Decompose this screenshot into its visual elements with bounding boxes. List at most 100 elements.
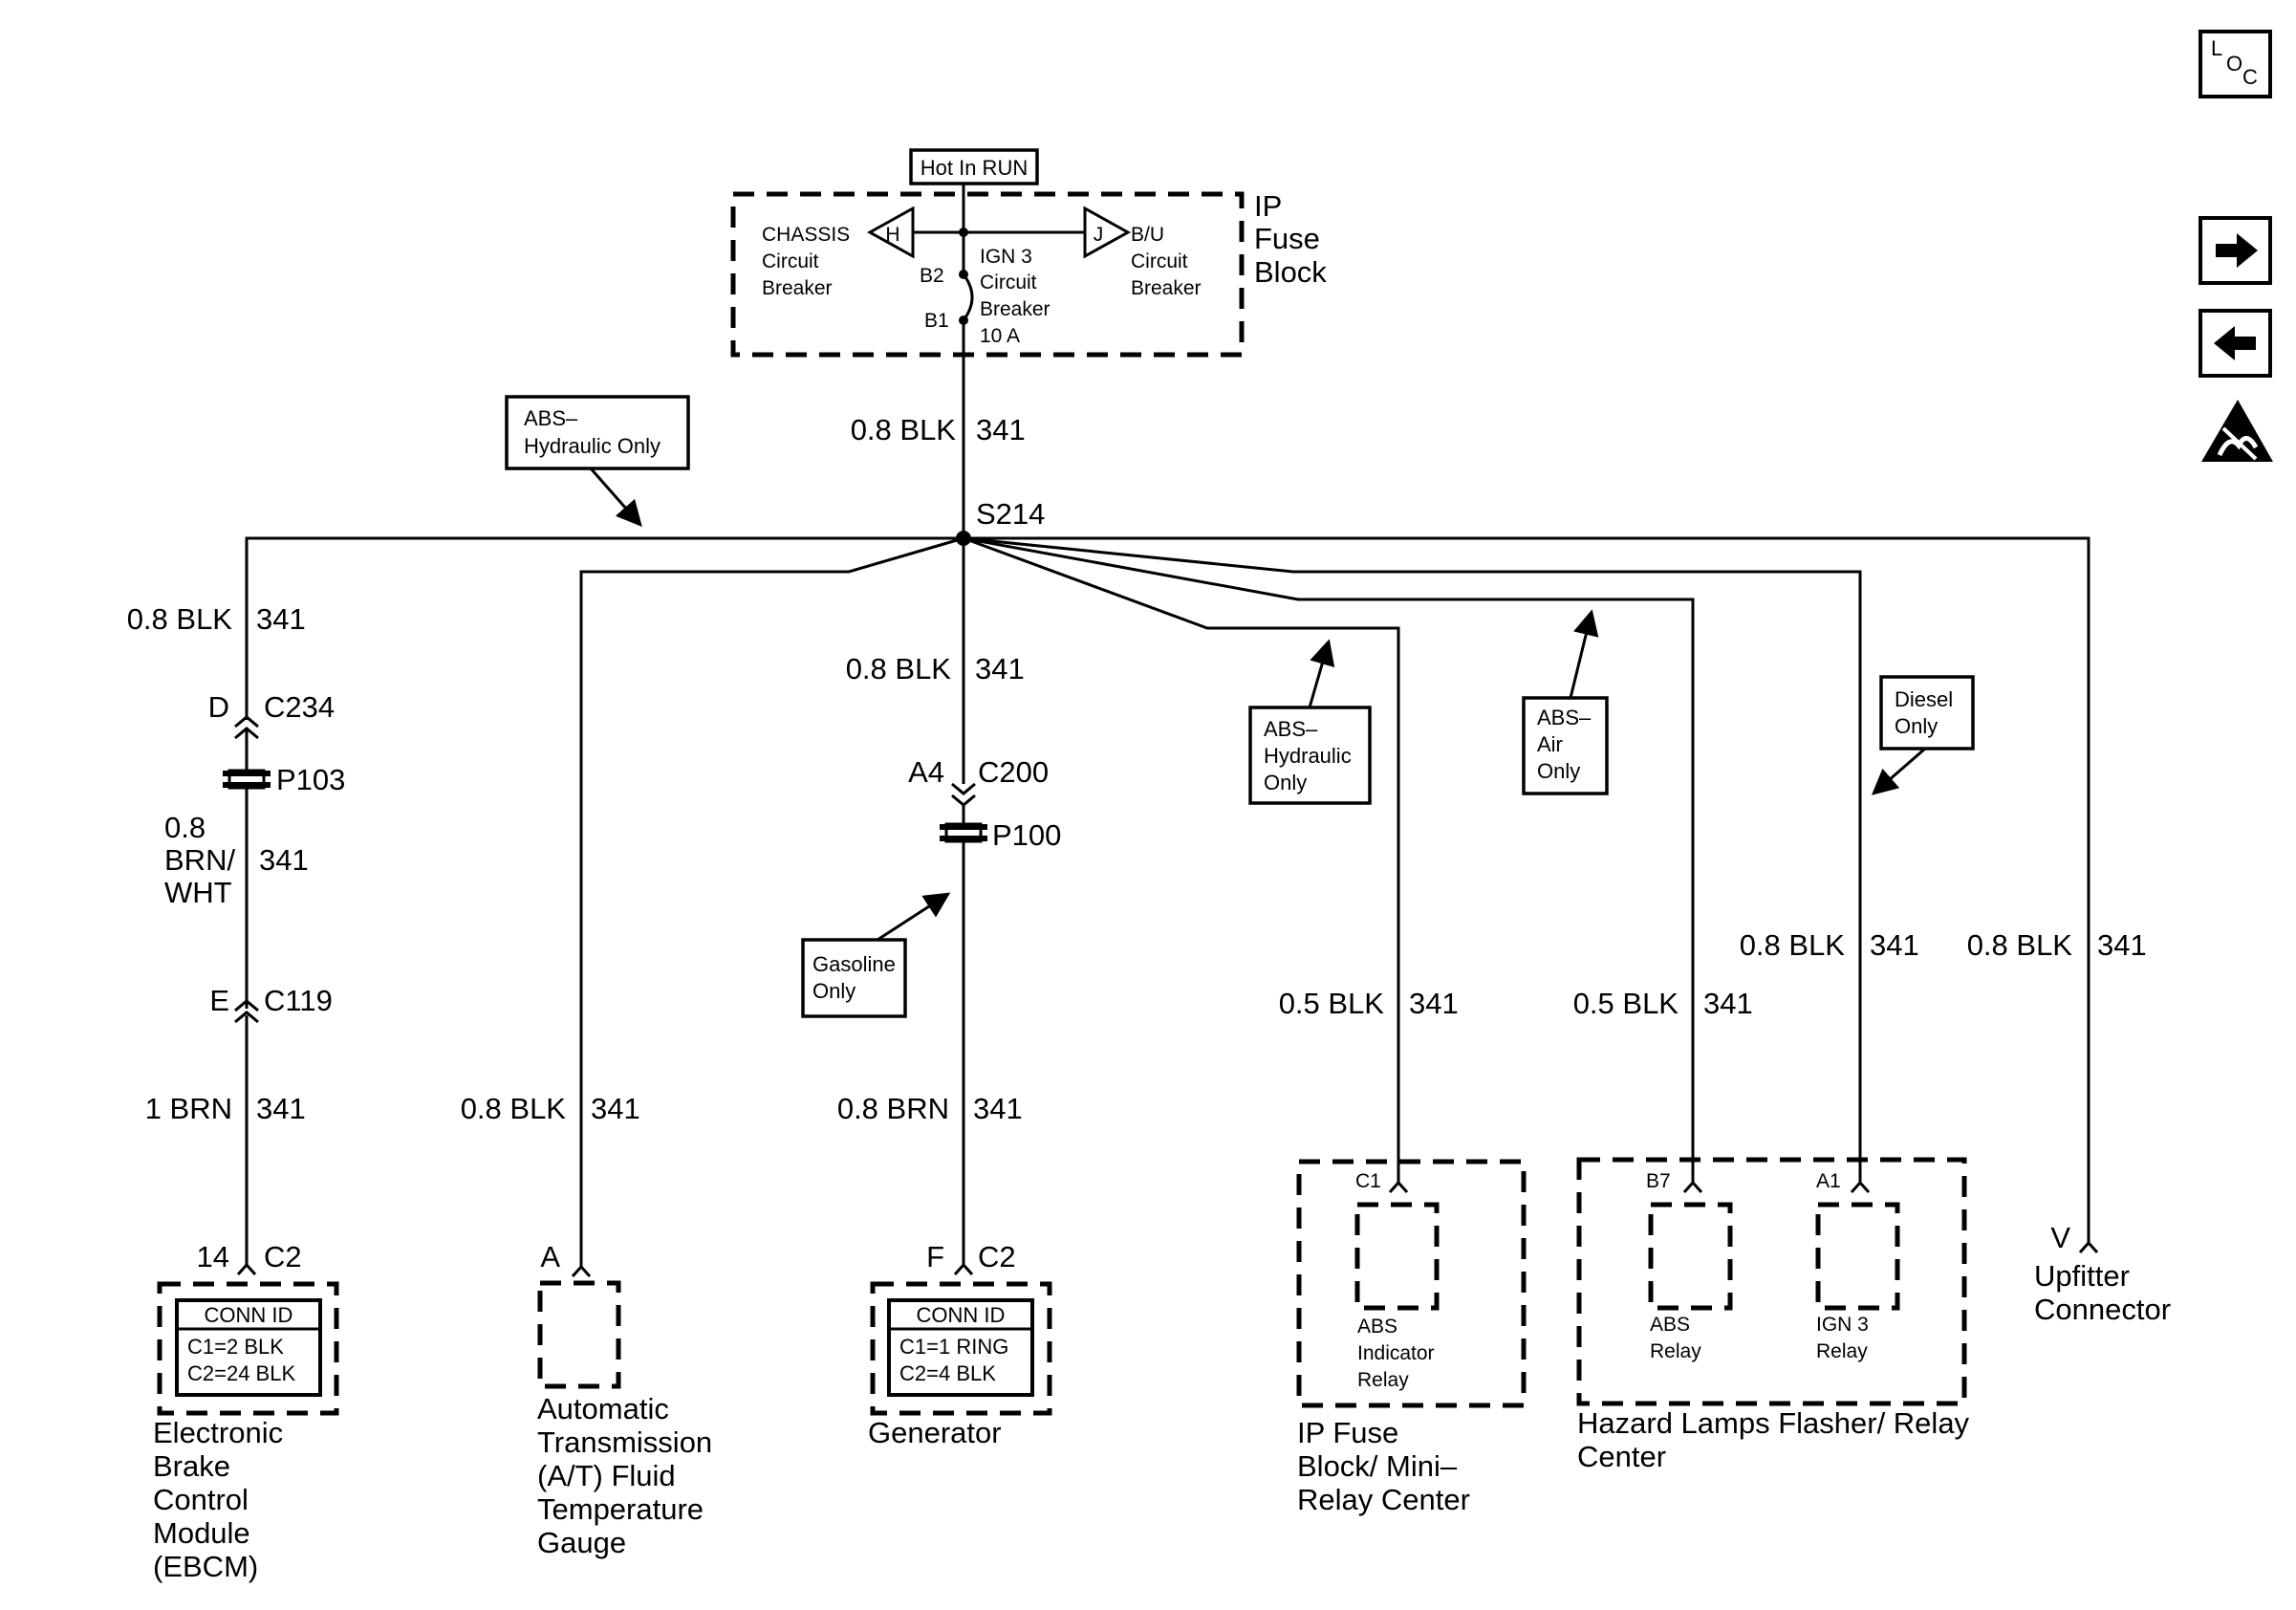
loc-letter-c: C [2242,65,2258,89]
svg-text:Circuit: Circuit [762,250,819,272]
generator-name: Generator [868,1416,1002,1449]
note-abs-hydraulic: ABS– Hydraulic Only [1248,639,1372,805]
svg-text:Diesel: Diesel [1895,687,1953,711]
location-icon[interactable]: L O C [2199,30,2272,98]
svg-text:Fuse: Fuse [1254,222,1320,255]
svg-text:P100: P100 [992,818,1061,852]
trans-gauge-outline [537,1280,621,1389]
loc-letter-o: O [2226,52,2242,76]
svg-text:341: 341 [256,1092,306,1125]
svg-text:Upfitter: Upfitter [2034,1259,2130,1293]
arrow-left-icon[interactable] [2199,309,2272,378]
wire-to-ign3-relay [963,536,1862,1183]
ign3-relay-outline [1815,1202,1900,1311]
svg-text:Electronic: Electronic [153,1416,283,1449]
svg-text:ABS–: ABS– [1537,706,1592,729]
generator-branch: 0.8 BLK 341 A4 C200 P100 0.8 BRN 341 F C… [837,652,1062,1449]
svg-text:341: 341 [1703,987,1753,1020]
svg-text:B7: B7 [1646,1170,1671,1192]
ebcm-name: Electronic Brake Control Module (EBCM) [153,1416,283,1583]
svg-text:0.5 BLK: 0.5 BLK [1573,987,1679,1020]
svg-text:ABS–: ABS– [1264,717,1318,741]
arrow-right-icon[interactable] [2199,216,2272,285]
svg-text:0.8 BLK: 0.8 BLK [1967,928,2073,962]
abs-relay-outline [1648,1202,1733,1311]
svg-text:Only: Only [1537,759,1580,783]
svg-text:341: 341 [256,602,306,636]
svg-text:Indicator: Indicator [1357,1342,1435,1364]
svg-text:D: D [208,690,229,724]
wire-to-abs-relay [963,536,1695,1183]
svg-text:Relay: Relay [1357,1369,1409,1391]
note-abs-air: ABS– Air Only [1522,609,1609,795]
svg-text:C2: C2 [978,1240,1016,1273]
svg-text:CHASSIS: CHASSIS [762,224,850,246]
upfitter-connector-name: Upfitter Connector [2034,1259,2171,1326]
hot-in-run-label: Hot In RUN [909,148,1039,185]
svg-text:341: 341 [973,1092,1023,1125]
svg-text:Gasoline: Gasoline [812,952,896,976]
svg-text:B2: B2 [920,265,944,287]
svg-text:Breaker: Breaker [1131,277,1202,299]
note-abs-hydraulic-top: ABS– Hydraulic Only [505,395,690,528]
svg-text:341: 341 [259,843,309,877]
svg-text:Temperature: Temperature [537,1492,704,1526]
svg-text:IP Fuse: IP Fuse [1297,1416,1398,1449]
connector-c119 [234,999,259,1024]
svg-text:14: 14 [197,1240,229,1273]
svg-text:A4: A4 [908,755,944,789]
svg-text:C200: C200 [978,755,1049,789]
svg-text:J: J [1094,224,1104,246]
connector-c200 [951,782,976,807]
svg-text:Relay: Relay [1650,1340,1701,1362]
svg-text:Relay: Relay [1816,1340,1868,1362]
ebcm-conn-id: CONN ID C1=2 BLK C2=24 BLK [175,1298,322,1397]
svg-text:(A/T) Fluid: (A/T) Fluid [537,1459,676,1492]
passthrough-p100: P100 [940,818,1061,852]
svg-text:0.8 BLK: 0.8 BLK [846,652,952,685]
svg-text:341: 341 [2097,928,2147,962]
svg-text:Breaker: Breaker [980,298,1051,320]
svg-text:C234: C234 [264,690,335,724]
svg-text:Circuit: Circuit [980,272,1037,294]
svg-text:Circuit: Circuit [1131,250,1188,272]
loc-letter-l: L [2211,36,2222,60]
svg-text:Automatic: Automatic [537,1392,669,1425]
generator-outline [870,1281,1052,1416]
svg-text:CONN ID: CONN ID [917,1303,1006,1327]
svg-text:F: F [926,1240,944,1273]
passthrough-p103: P103 [223,763,345,796]
svg-text:E: E [209,984,229,1017]
svg-text:Hydraulic: Hydraulic [1264,744,1352,768]
hazard-relay-center-name: Hazard Lamps Flasher/ Relay Center [1577,1406,1970,1473]
svg-text:C1=2 BLK: C1=2 BLK [187,1335,284,1359]
ebcm-outline [157,1281,339,1416]
main-wire-circuit: 341 [976,413,1026,446]
wire-to-abs-indicator-relay [963,536,1400,1183]
svg-text:Transmission: Transmission [537,1425,712,1459]
svg-text:0.8 BLK: 0.8 BLK [1740,928,1846,962]
svg-text:B/U: B/U [1131,224,1164,246]
svg-text:ABS: ABS [1650,1314,1690,1336]
svg-text:341: 341 [975,652,1025,685]
note-gasoline: Gasoline Only [801,892,951,1018]
ign3-circuit-breaker: B2 B1 IGN 3 Circuit Breaker 10 A [920,232,1051,347]
wire-to-ebcm [245,536,964,571]
hot-in-run-text: Hot In RUN [921,156,1028,180]
svg-text:C1=1 RING: C1=1 RING [899,1335,1008,1359]
svg-text:Block: Block [1254,255,1327,289]
ip-relay-center-name: IP Fuse Block/ Mini– Relay Center [1297,1416,1470,1516]
svg-text:341: 341 [1409,987,1459,1020]
svg-text:0.8 BLK: 0.8 BLK [127,602,233,636]
svg-text:0.8 BLK: 0.8 BLK [461,1092,567,1125]
svg-text:Hazard Lamps Flasher/ Relay: Hazard Lamps Flasher/ Relay [1577,1406,1970,1440]
svg-text:A1: A1 [1816,1170,1841,1192]
svg-text:Only: Only [1264,771,1307,794]
svg-text:C2=24 BLK: C2=24 BLK [187,1361,295,1385]
hazard-relay-center-outline [1576,1157,1967,1406]
svg-text:ABS–: ABS– [524,406,578,430]
svg-text:341: 341 [591,1092,640,1125]
svg-text:C1: C1 [1355,1170,1381,1192]
svg-text:Connector: Connector [2034,1293,2171,1326]
